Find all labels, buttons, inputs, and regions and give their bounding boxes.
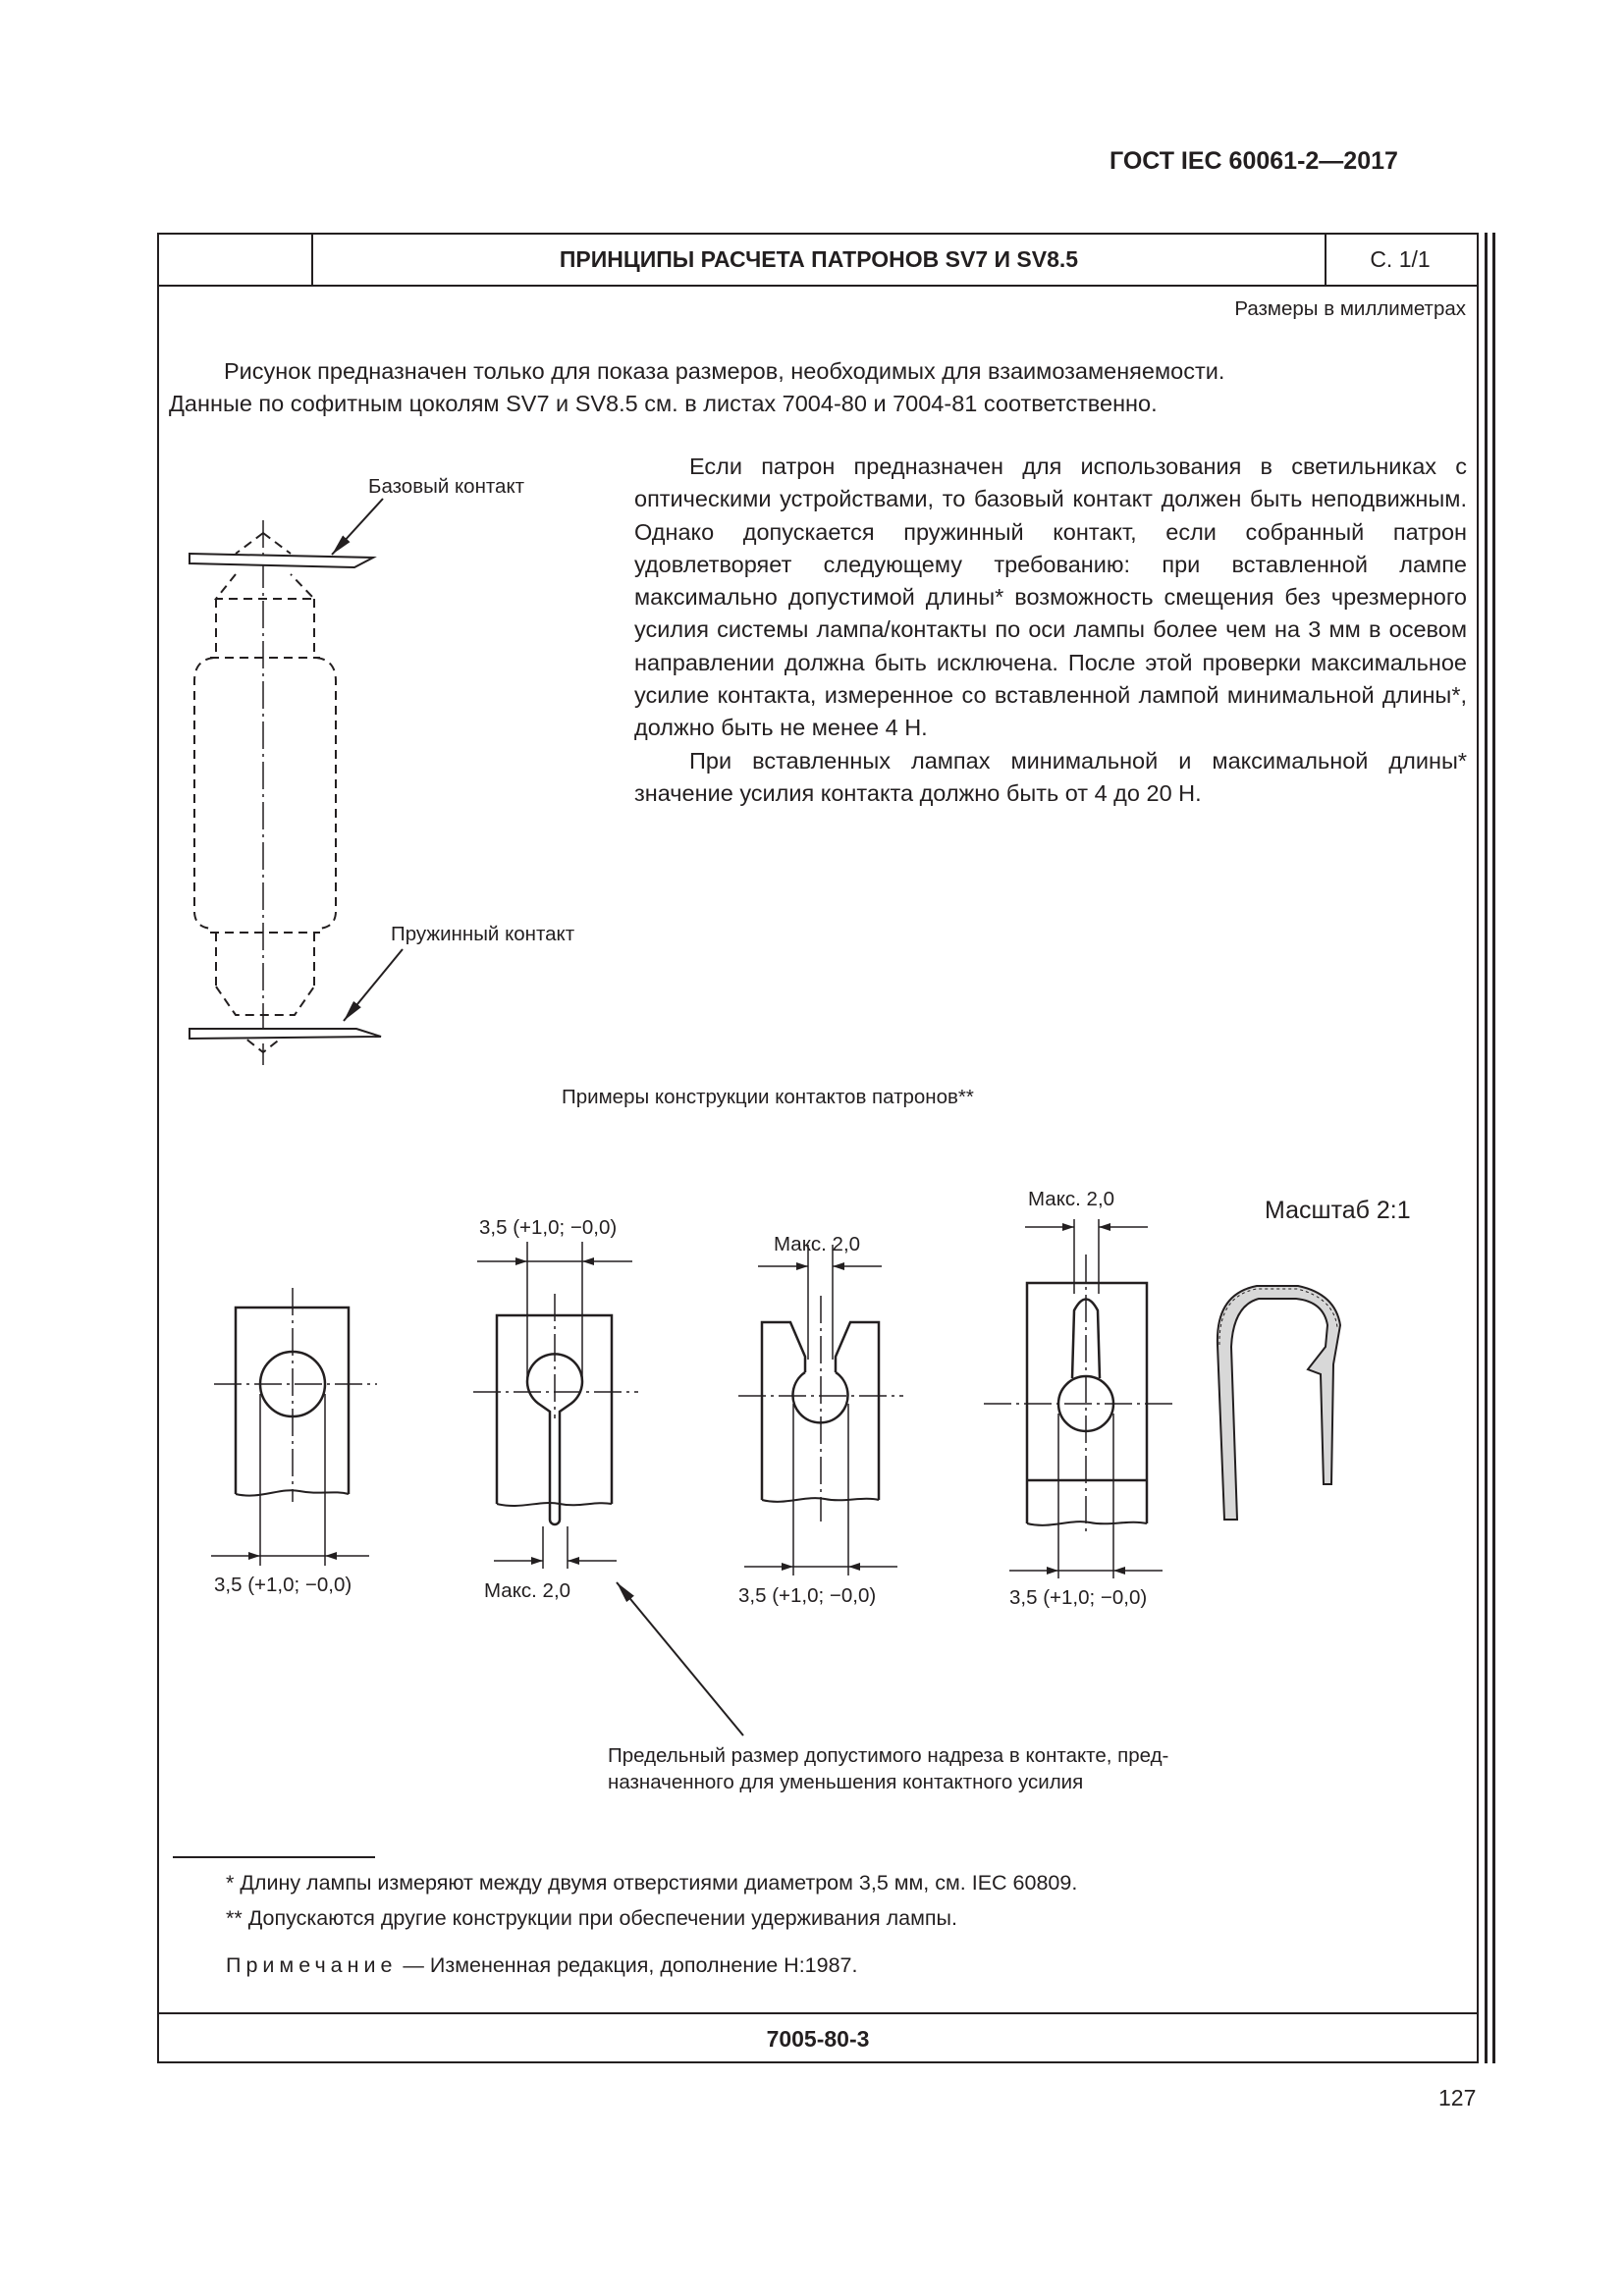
footnote-1: * Длину лампы измеряют между двумя отвер… (226, 1871, 1078, 1895)
header-divider (311, 233, 313, 287)
note-text: — Измененная редакция, дополнение Н:1987… (397, 1953, 858, 1977)
sheet-page: С. 1/1 (1370, 246, 1431, 272)
contact-3-dim-label: 3,5 (+1,0; −0,0) (738, 1584, 876, 1607)
notch-callout-leader (616, 1581, 744, 1736)
intro-paragraph: Рисунок предназначен только для показа р… (169, 355, 1467, 420)
frame-edge-rule (1485, 233, 1488, 2063)
units-note: Размеры в миллиметрах (1234, 297, 1466, 320)
contact-4-dim-label: 3,5 (+1,0; −0,0) (1009, 1586, 1147, 1609)
footnote-rule (173, 1856, 375, 1858)
contact-example-2 (473, 1242, 638, 1569)
lamp-holder-drawing (189, 498, 404, 1065)
footnote-2: ** Допускаются другие конструкции при об… (226, 1906, 957, 1930)
base-contact-leader (331, 498, 384, 556)
contact-example-4 (984, 1219, 1173, 1578)
spring-contact-leader (343, 948, 404, 1022)
contact-2-top-dim-label: 3,5 (+1,0; −0,0) (479, 1216, 617, 1239)
contact-side-profile (1216, 1285, 1342, 1521)
contact-example-1 (211, 1288, 377, 1566)
contact-example-3 (738, 1245, 903, 1575)
note: Примечание — Измененная редакция, дополн… (226, 1953, 858, 1978)
contacts-caption: Примеры конструкции контактов патронов** (562, 1086, 974, 1108)
intro-line: Данные по софитным цоколям SV7 и SV8.5 с… (169, 391, 1158, 416)
page-number: 127 (1438, 2085, 1477, 2110)
base-contact-label: Базовый контакт (368, 475, 525, 498)
sheet-frame (157, 233, 1479, 2063)
requirements-paragraph: При вставленных лампах минимальной и мак… (634, 747, 1467, 806)
lamp-outline-dashed (193, 532, 337, 1054)
contact-requirements-text: Если патрон предназначен для использован… (634, 451, 1467, 810)
contact-4-top-dim-label: Макс. 2,0 (1028, 1188, 1114, 1210)
note-label: Примечание (226, 1953, 398, 1977)
sheet-header-row (157, 233, 1479, 287)
notch-callout-line-2: назначенного для уменьшения контактного … (608, 1771, 1083, 1793)
contact-1-dim-label: 3,5 (+1,0; −0,0) (214, 1574, 352, 1596)
standard-code: ГОСТ IEC 60061-2—2017 (1110, 147, 1398, 175)
notch-callout-line-1: Предельный размер допустимого надреза в … (608, 1744, 1168, 1767)
header-divider (1325, 233, 1326, 287)
requirements-paragraph: Если патрон предназначен для использован… (634, 454, 1467, 741)
base-contact-plate (189, 552, 377, 569)
intro-line: Рисунок предназначен только для показа р… (224, 358, 1225, 384)
footer-divider (157, 2012, 1479, 2014)
scale-label: Масштаб 2:1 (1265, 1197, 1411, 1224)
contact-3-top-dim-label: Макс. 2,0 (774, 1233, 860, 1255)
sheet-title: ПРИНЦИПЫ РАСЧЕТА ПАТРОНОВ SV7 И SV8.5 (559, 246, 1079, 272)
frame-edge-rule (1492, 233, 1495, 2063)
sheet-code: 7005-80-3 (766, 2026, 870, 2052)
spring-contact-label: Пружинный контакт (391, 923, 575, 945)
spring-contact-plate (189, 1028, 382, 1041)
contact-2-slot-dim-label: Макс. 2,0 (484, 1579, 570, 1602)
